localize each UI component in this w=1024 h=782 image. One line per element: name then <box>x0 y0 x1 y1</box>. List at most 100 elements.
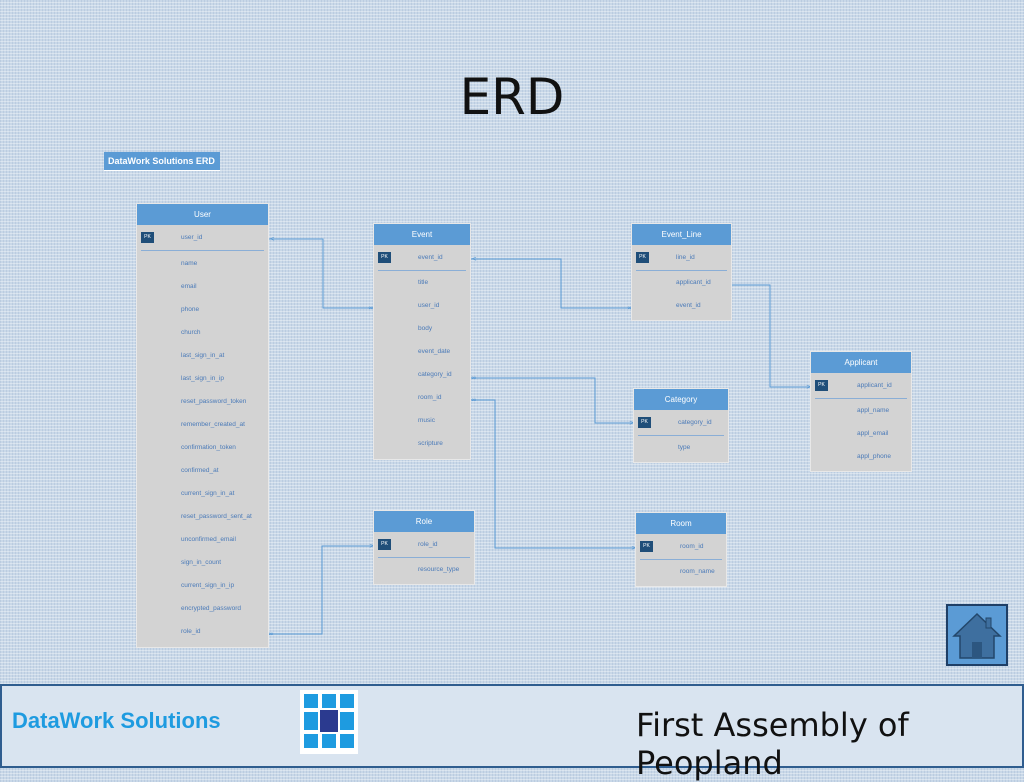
field: current_sign_in_at <box>181 490 235 497</box>
svg-text:>: > <box>629 419 635 427</box>
entity-room[interactable]: Room PK room_id room_name <box>635 512 727 587</box>
home-button[interactable] <box>946 604 1008 666</box>
connector-event-eventline <box>470 258 632 309</box>
field: body <box>418 325 433 332</box>
pk-badge: PK <box>141 232 154 243</box>
field: title <box>418 279 429 286</box>
field-applicant-id: applicant_id <box>857 382 892 389</box>
field: encrypted_password <box>181 605 241 612</box>
field: applicant_id <box>676 279 711 286</box>
field: event_id <box>676 302 701 309</box>
field: appl_name <box>857 407 890 414</box>
field-category-id: category_id <box>678 419 712 426</box>
field: appl_email <box>857 430 889 437</box>
entity-event-pk-row: PK event_id <box>374 245 470 271</box>
pk-badge: PK <box>815 380 828 391</box>
svg-text:∞: ∞ <box>471 374 477 382</box>
pk-badge: PK <box>636 252 649 263</box>
svg-text:>: > <box>631 544 637 552</box>
entity-applicant[interactable]: Applicant PK applicant_id appl_name appl… <box>810 351 912 472</box>
entity-room-header: Room <box>636 513 726 534</box>
field: room_id <box>418 394 442 401</box>
field: current_sign_in_ip <box>181 582 235 589</box>
field: confirmed_at <box>181 467 219 474</box>
entity-event-line[interactable]: Event_Line PK line_id applicant_id event… <box>631 223 732 321</box>
entity-event-fields: title user_id body event_date category_i… <box>374 271 470 455</box>
field: user_id <box>418 302 440 309</box>
field: resource_type <box>418 566 460 573</box>
field: event_date <box>418 348 451 355</box>
datawork-logo-icon <box>300 690 358 754</box>
entity-event-line-fields: applicant_id event_id <box>632 271 731 317</box>
entity-room-pk-row: PK room_id <box>636 534 726 560</box>
pk-badge: PK <box>640 541 653 552</box>
field: unconfirmed_email <box>181 536 236 543</box>
field: role_id <box>181 628 201 635</box>
entity-event-header: Event <box>374 224 470 245</box>
entity-event-line-pk-row: PK line_id <box>632 245 731 271</box>
entity-category[interactable]: Category PK category_id type <box>633 388 729 463</box>
entity-event-line-header: Event_Line <box>632 224 731 245</box>
entity-user-header: User <box>137 204 268 225</box>
pk-badge: PK <box>638 417 651 428</box>
home-icon <box>952 612 1002 659</box>
entity-user-fields: name email phone church last_sign_in_at … <box>137 251 268 643</box>
footer-brand: DataWork Solutions <box>12 708 221 733</box>
field: remember_created_at <box>181 421 245 428</box>
field-line-id: line_id <box>676 254 695 261</box>
field-user-id: user_id <box>181 234 203 241</box>
field: reset_password_token <box>181 398 247 405</box>
entity-category-header: Category <box>634 389 728 410</box>
entity-role[interactable]: Role PK role_id resource_type <box>373 510 475 585</box>
field: email <box>181 283 197 290</box>
slide-title: ERD <box>459 68 565 126</box>
entity-event[interactable]: Event PK event_id title user_id body eve… <box>373 223 471 460</box>
field: last_sign_in_ip <box>181 375 225 382</box>
connector-user-event <box>268 238 374 309</box>
field: sign_in_count <box>181 559 222 566</box>
connector-user-role <box>268 545 374 635</box>
footer-church-name: First Assembly of Peopland <box>636 706 909 782</box>
entity-role-header: Role <box>374 511 474 532</box>
connector-event-category <box>470 377 634 424</box>
erd-tag: DataWork Solutions ERD <box>104 152 220 171</box>
entity-role-pk-row: PK role_id <box>374 532 474 558</box>
field-room-id: room_id <box>680 543 704 550</box>
svg-text:<: < <box>471 255 477 263</box>
field: category_id <box>418 371 452 378</box>
field: confirmation_token <box>181 444 236 451</box>
field: music <box>418 417 435 424</box>
svg-text:<: < <box>269 235 275 243</box>
svg-text:∞: ∞ <box>268 630 274 638</box>
entity-room-fields: room_name <box>636 560 726 583</box>
field: scripture <box>418 440 443 447</box>
field: reset_password_sent_at <box>181 513 252 520</box>
svg-text:∞: ∞ <box>368 304 374 312</box>
field: room_name <box>680 568 715 575</box>
entity-category-fields: type <box>634 436 728 459</box>
field-event-id: event_id <box>418 254 443 261</box>
field: name <box>181 260 198 267</box>
connector-event-room <box>470 399 636 549</box>
entity-category-pk-row: PK category_id <box>634 410 728 436</box>
field: type <box>678 444 691 451</box>
svg-text:>: > <box>806 383 812 391</box>
field-role-id: role_id <box>418 541 438 548</box>
svg-text:>: > <box>369 542 375 550</box>
field: church <box>181 329 201 336</box>
svg-text:∞: ∞ <box>471 396 477 404</box>
connector-eventline-applicant <box>731 284 811 388</box>
entity-user[interactable]: User PK user_id name email phone church … <box>136 203 269 648</box>
footer-bar: DataWork Solutions First Assembly of Peo… <box>0 684 1024 782</box>
field: phone <box>181 306 200 313</box>
svg-text:∞: ∞ <box>627 304 633 312</box>
entity-applicant-pk-row: PK applicant_id <box>811 373 911 399</box>
pk-badge: PK <box>378 539 391 550</box>
entity-applicant-header: Applicant <box>811 352 911 373</box>
field: last_sign_in_at <box>181 352 225 359</box>
field: appl_phone <box>857 453 891 460</box>
pk-badge: PK <box>378 252 391 263</box>
entity-role-fields: resource_type <box>374 558 474 581</box>
entity-user-pk-row: PK user_id <box>137 225 268 251</box>
entity-applicant-fields: appl_name appl_email appl_phone <box>811 399 911 468</box>
